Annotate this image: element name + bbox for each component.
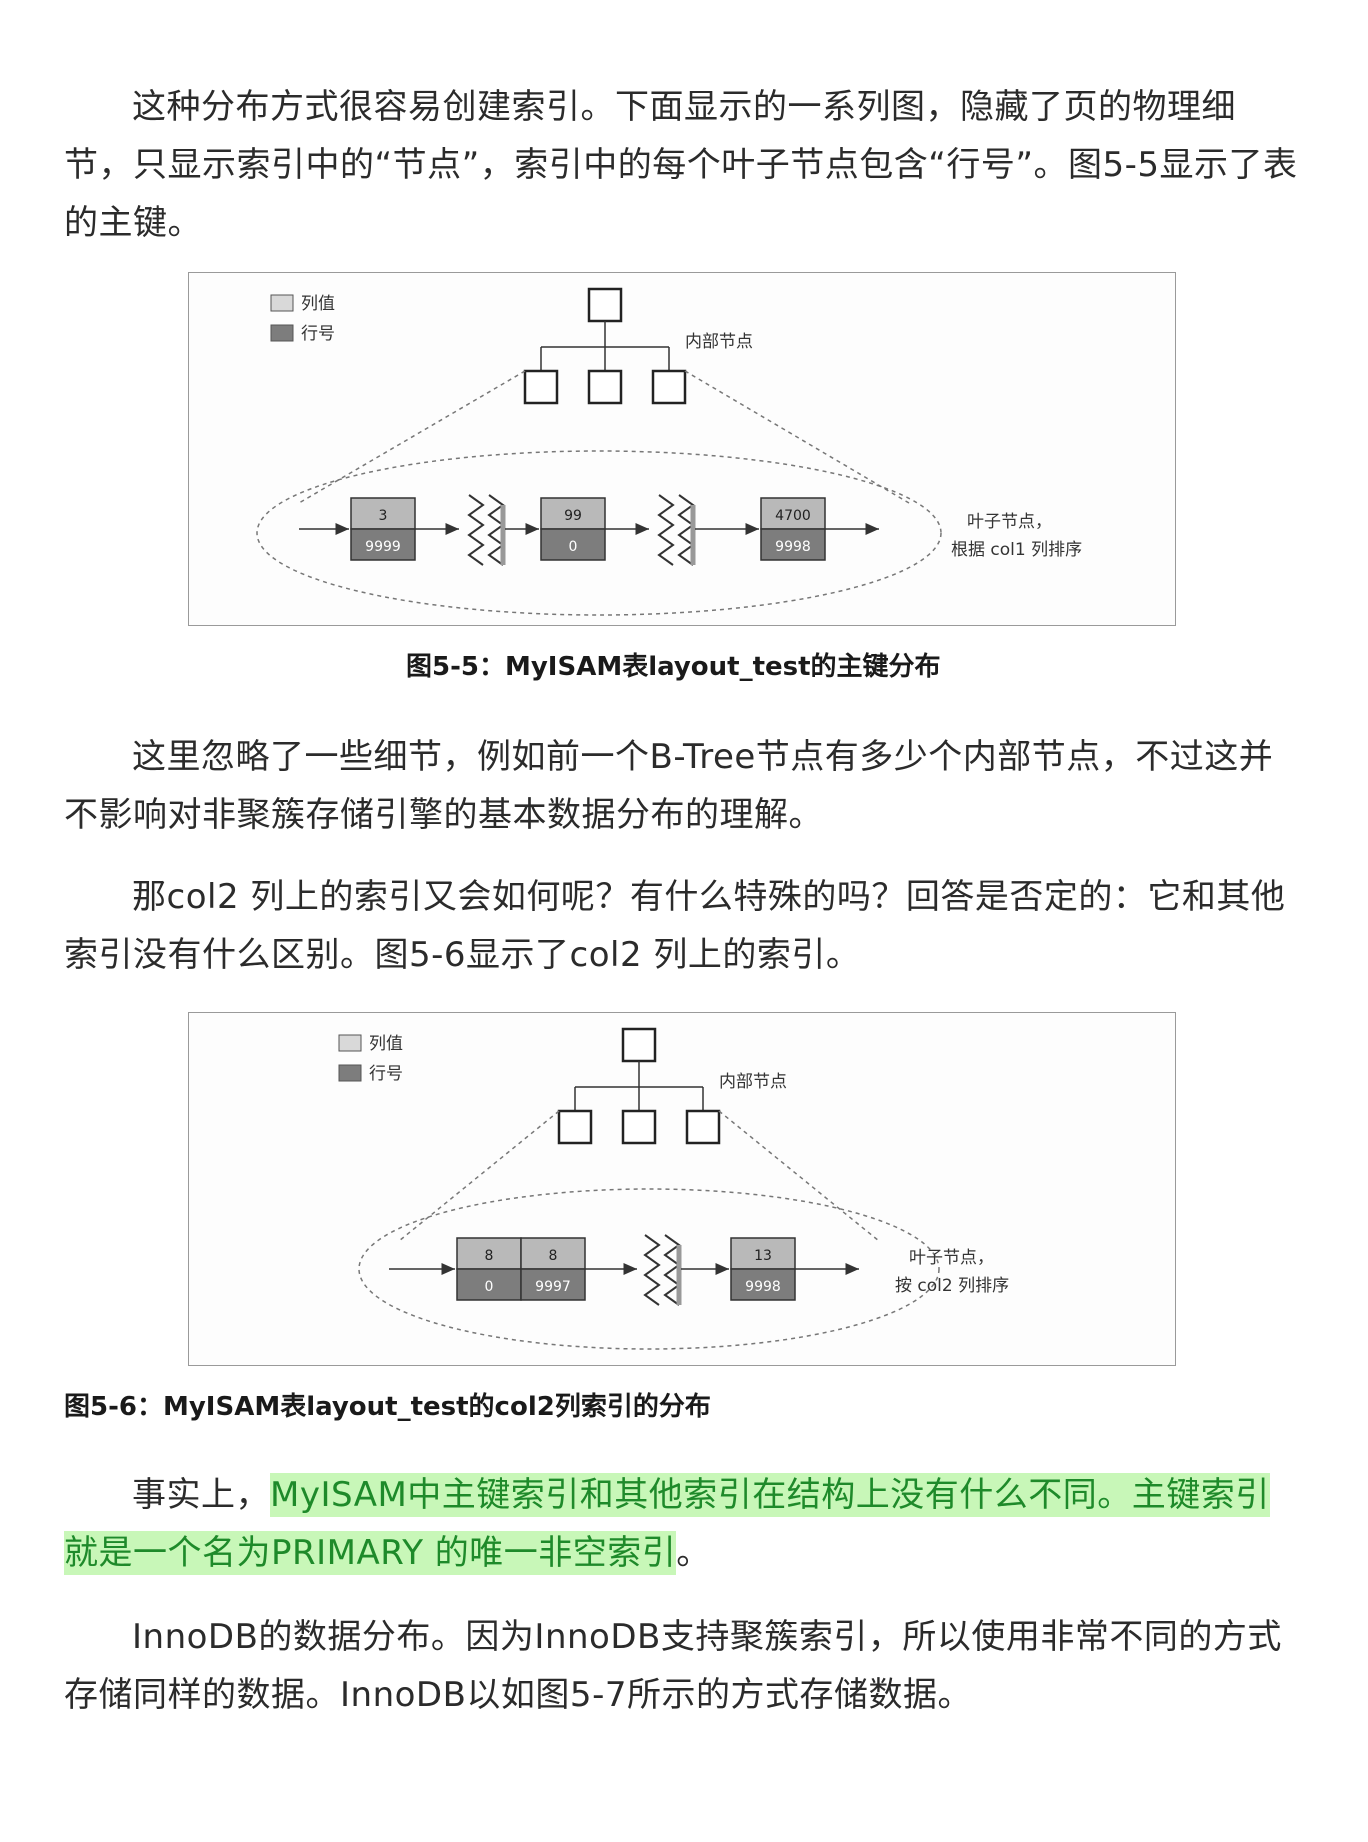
leaf-sort-label: 根据 col1 列排序 <box>951 540 1082 560</box>
legend-value-label: 列值 <box>301 294 335 314</box>
internal-nodes <box>523 287 687 405</box>
leaf-cell: 3 9999 <box>350 497 416 561</box>
leaf-cell-row: 0 <box>569 539 578 555</box>
leaf-cell: 4700 9998 <box>760 497 826 561</box>
leaf-cell-row: 9998 <box>775 539 811 555</box>
internal-node-label: 内部节点 <box>685 332 753 352</box>
figure-5-5-caption: 图5-5：MyISAM表layout_test的主键分布 <box>406 652 941 682</box>
paragraph-col2: 那col2 列上的索引又会如何呢？有什么特殊的吗？回答是否定的：它和其他索引没有… <box>64 877 1286 975</box>
legend-value-swatch <box>338 1034 362 1052</box>
leaf-cell-value: 13 <box>754 1248 772 1264</box>
leaf-cell-row: 0 <box>485 1279 494 1295</box>
legend-row-label: 行号 <box>301 324 335 344</box>
leaf-cell-value: 8 <box>485 1248 494 1264</box>
leaf-cell-value: 99 <box>564 508 582 524</box>
legend-row-label: 行号 <box>369 1064 403 1084</box>
legend-value-swatch <box>270 294 294 312</box>
figure-5-6-caption: 图5-6：MyISAM表layout_test的col2列索引的分布 <box>64 1392 711 1422</box>
leaf-cell-row: 9998 <box>745 1279 781 1295</box>
paragraph-innodb: InnoDB的数据分布。因为InnoDB支持聚簇索引，所以使用非常不同的方式存储… <box>64 1617 1282 1715</box>
internal-node-label: 内部节点 <box>719 1072 787 1092</box>
figure-5-5: 列值 行号 内部节点 3 9999 <box>188 272 1176 626</box>
torn-page-gap <box>643 1234 682 1306</box>
figure-5-5-diagram: 列值 行号 内部节点 3 9999 <box>256 287 1082 616</box>
leaf-cell-value: 3 <box>379 508 388 524</box>
torn-page-gap <box>467 494 506 566</box>
leaf-cell: 8 9997 <box>520 1237 586 1301</box>
paragraph-primary-key: 事实上，MyISAM中主键索引和其他索引在结构上没有什么不同。主键索引就是一个名… <box>64 1466 1304 1582</box>
paragraph-text: 事实上， <box>132 1475 270 1515</box>
leaf-cell-value: 4700 <box>775 508 811 524</box>
leaf-ellipse <box>256 450 942 616</box>
legend-value-label: 列值 <box>369 1034 403 1054</box>
torn-page-gap <box>657 494 696 566</box>
legend-row-swatch <box>338 1064 362 1082</box>
figure-5-6-diagram: 列值 行号 内部节点 8 0 8 9997 <box>338 1027 1009 1350</box>
paragraph-text: 。 <box>676 1533 711 1573</box>
leaf-node-label: 叶子节点， <box>909 1248 994 1268</box>
leaf-cell-value: 8 <box>549 1248 558 1264</box>
internal-nodes <box>557 1027 721 1145</box>
leaf-sort-label: 按 col2 列排序 <box>895 1276 1009 1296</box>
leaf-cell-row: 9999 <box>365 539 401 555</box>
leaf-cell-row: 9997 <box>535 1279 571 1295</box>
paragraph-details: 这里忽略了一些细节，例如前一个B-Tree节点有多少个内部节点，不过这并不影响对… <box>64 737 1274 835</box>
leaf-cell: 8 0 <box>456 1237 522 1301</box>
figure-5-6: 列值 行号 内部节点 8 0 8 9997 <box>188 1012 1176 1366</box>
leaf-node-label: 叶子节点， <box>967 512 1052 532</box>
leaf-ellipse <box>358 1188 940 1350</box>
paragraph-intro: 这种分布方式很容易创建索引。下面显示的一系列图，隐藏了页的物理细节，只显示索引中… <box>64 87 1298 243</box>
leaf-cell: 99 0 <box>540 497 606 561</box>
legend-row-swatch <box>270 324 294 342</box>
leaf-cell: 13 9998 <box>730 1237 796 1301</box>
